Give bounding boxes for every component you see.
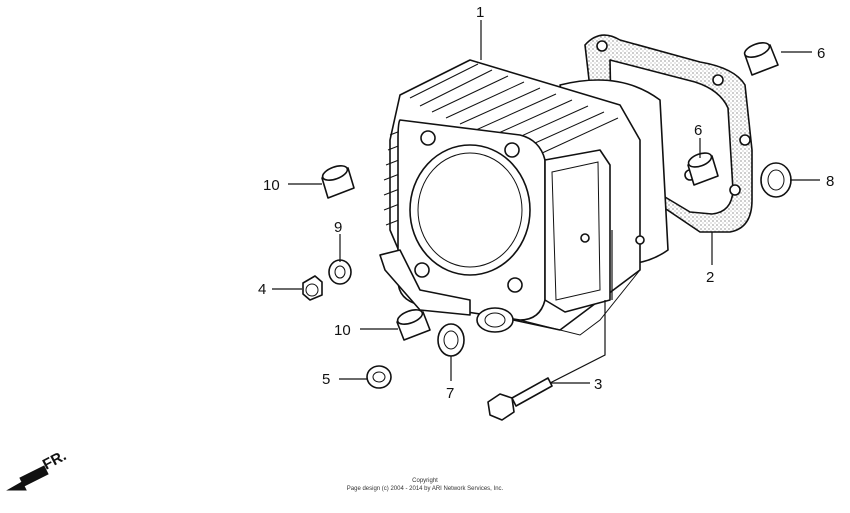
callout-6-mid: 6 [694,122,702,139]
copyright-line: Copyright [412,478,438,484]
washer-5 [366,365,392,389]
dowel-pin-10-upper [321,165,355,199]
callout-9: 9 [334,219,342,236]
callout-1: 1 [476,4,484,21]
callout-6-top: 6 [817,45,825,62]
callout-3: 3 [594,376,602,393]
o-ring-8 [760,162,792,198]
callout-5: 5 [322,371,330,388]
callout-4: 4 [258,281,266,298]
washer-9 [328,259,352,285]
dowel-pin-top [743,42,779,76]
page-design-notice: Page design (c) 2004 - 2014 by ARI Netwo… [346,486,504,492]
callout-2: 2 [706,269,714,286]
callout-10-upper: 10 [263,177,280,194]
front-arrow-icon [6,465,49,491]
dowel-pin-10-lower [396,309,431,341]
leader-lines [272,20,820,384]
dowel-pin-mid [687,152,719,186]
callout-10-lower: 10 [334,322,351,339]
o-ring-7 [437,323,465,357]
callout-7: 7 [446,385,454,402]
cap-nut-4 [302,275,323,301]
callout-8: 8 [826,173,834,190]
cylinder-body [379,59,669,336]
flange-bolt-3 [487,377,553,421]
